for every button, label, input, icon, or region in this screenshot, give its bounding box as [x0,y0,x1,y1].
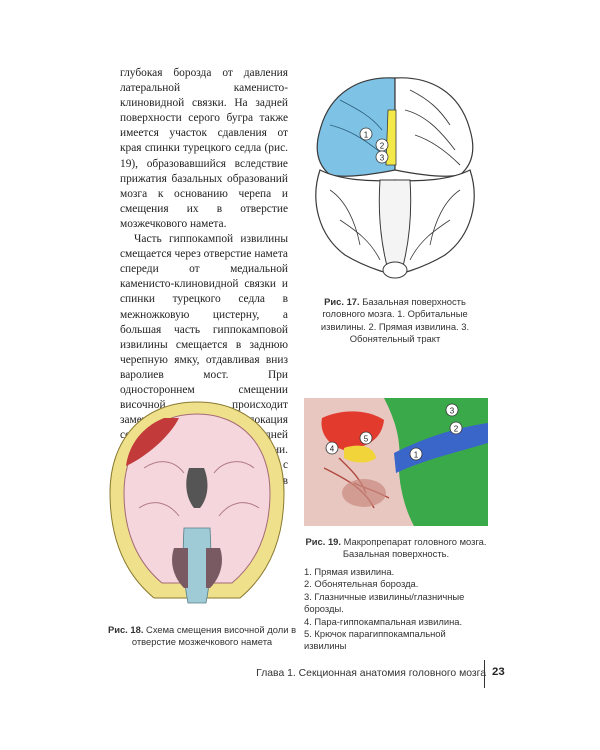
legend-item: 5. Крючок парагиппокампальной извилины [304,628,446,652]
svg-text:2: 2 [454,425,459,434]
svg-text:3: 3 [450,407,455,416]
page-number: 23 [492,666,505,678]
figure-19-caption-text: Макропрепарат головного мозга. Базальная… [342,536,487,560]
legend-item: 4. Пара-гиппокампальная извилина. [304,615,463,627]
figure-19-brain-specimen: 1 2 3 4 5 [304,398,488,526]
fig17-marker-3: 3 [375,150,389,164]
svg-text:1: 1 [414,451,419,460]
footer-divider [484,660,485,688]
figure-19-caption: Рис. 19. Макропрепарат головного мозга. … [304,536,488,561]
paragraph-1: глубокая борозда от давления латеральной… [120,67,288,230]
legend-item: 1. Прямая извилина. [304,566,395,577]
figure-19-label: Рис. 19. [305,536,341,547]
svg-text:3: 3 [380,154,385,163]
legend-item: 2. Обонятельная борозда. [304,578,419,590]
figure-18-caption-text: Схема смещения височной доли в отверстие… [131,624,297,648]
fig19-marker-4: 4 [325,441,339,455]
fig17-marker-2: 2 [375,138,389,152]
svg-text:4: 4 [330,445,335,454]
fig19-marker-3: 3 [445,403,459,417]
svg-text:2: 2 [380,142,385,151]
svg-text:5: 5 [364,435,369,444]
figure-18-label: Рис. 18. [107,624,144,635]
fig19-marker-5: 5 [359,431,373,445]
figure-17-label: Рис. 17. [324,296,360,307]
fig19-marker-2: 2 [449,421,463,435]
figure-18-tentorial-herniation [109,401,285,604]
figure-19-legend: 1. Прямая извилина. 2. Обонятельная боро… [304,566,490,653]
figure-17-caption: Рис. 17. Базальная поверхность головного… [302,296,488,346]
figure-18-caption: Рис. 18. Схема смещения височной доли в … [104,624,300,649]
fig19-marker-1: 1 [409,447,423,461]
figure-17-caption-text: Базальная поверхность головного мозга. 1… [320,296,470,345]
figure-17-brain-base: 1 2 3 [315,77,475,279]
legend-item: 3. Глазничные извилины/глазничные борозд… [304,590,465,615]
svg-text:1: 1 [364,131,369,140]
fig17-marker-1: 1 [359,127,373,141]
running-footer: Глава 1. Секционная анатомия головного м… [256,668,486,679]
